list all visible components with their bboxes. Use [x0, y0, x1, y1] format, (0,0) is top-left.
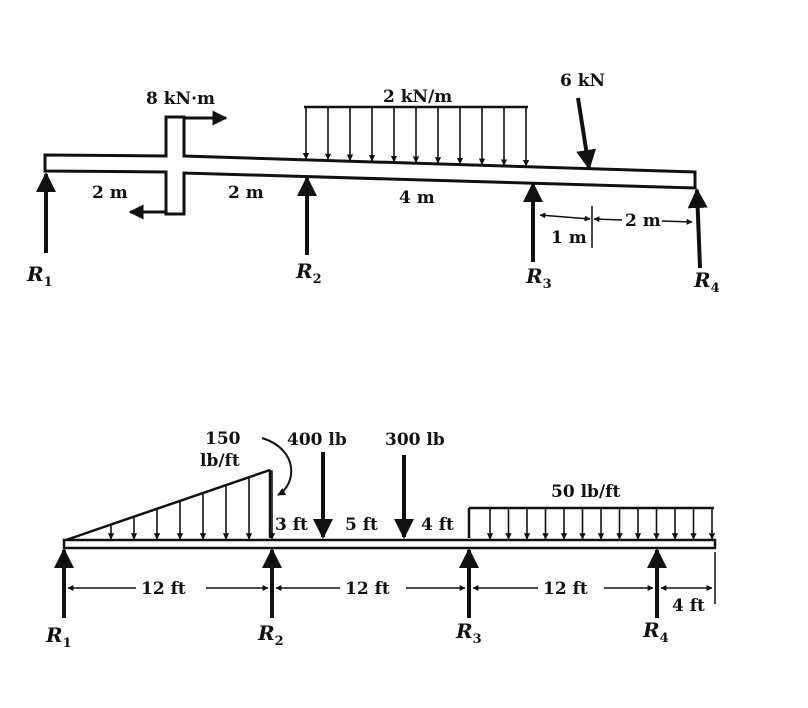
- load-400-label: 400 lb: [287, 430, 347, 450]
- bottom-reaction-label-1: R1: [45, 623, 72, 651]
- bottom-dim-c: 4 ft: [421, 515, 454, 535]
- bottom-reaction-label-4: R4: [642, 618, 669, 646]
- top-reaction-label-4: R4: [693, 268, 720, 296]
- point-load-arrow: [576, 97, 597, 170]
- top-reaction-label-2: R2: [295, 259, 322, 287]
- bottom-udl-label: 50 lb/ft: [551, 482, 620, 502]
- bottom-beam-diagram: 150 lb/ft 400 lb 300 lb 3 ft 5 ft 4 ft 5…: [45, 429, 717, 651]
- bottom-reaction-label-2: R2: [257, 621, 284, 649]
- top-reaction-label-3: R3: [525, 264, 552, 292]
- top-dim-5: 2 m: [625, 211, 661, 231]
- top-dim-1: 2 m: [92, 183, 128, 203]
- top-reaction-arrow-4: [687, 188, 708, 269]
- top-dim-line-2m-a: [593, 216, 623, 223]
- overhang-label: 4 ft: [672, 596, 705, 616]
- bottom-reaction-label-3: R3: [455, 619, 482, 647]
- top-dim-line-2m-b: [661, 218, 693, 225]
- span-label-1: 12 ft: [141, 579, 186, 599]
- top-dim-line-1m: [539, 212, 591, 222]
- top-dim-3: 4 m: [399, 188, 435, 208]
- span-label-3: 12 ft: [543, 579, 588, 599]
- top-beam: [43, 115, 697, 216]
- top-dim-4: 1 m: [551, 228, 587, 248]
- triangular-load: [65, 468, 276, 542]
- top-dim-2: 2 m: [228, 183, 264, 203]
- top-beam-diagram: 8 kN·m 2 kN/m 6 kN 2 m 2 m 4 m 1 m 2 m R…: [26, 71, 720, 296]
- tri-load-unit: lb/ft: [200, 451, 240, 471]
- bottom-udl: [467, 506, 716, 540]
- tri-load-leader: [261, 437, 293, 496]
- top-udl: [302, 105, 530, 167]
- span-label-2: 12 ft: [345, 579, 390, 599]
- bottom-dim-a: 3 ft: [275, 515, 308, 535]
- bottom-dim-b: 5 ft: [345, 515, 378, 535]
- top-reaction-label-1: R1: [26, 262, 53, 290]
- tri-load-value: 150: [205, 429, 241, 449]
- moment-label: 8 kN·m: [146, 89, 215, 109]
- point-load-label: 6 kN: [560, 71, 605, 91]
- bottom-beam: [62, 538, 717, 550]
- top-udl-label: 2 kN/m: [383, 87, 452, 107]
- load-300-label: 300 lb: [385, 430, 445, 450]
